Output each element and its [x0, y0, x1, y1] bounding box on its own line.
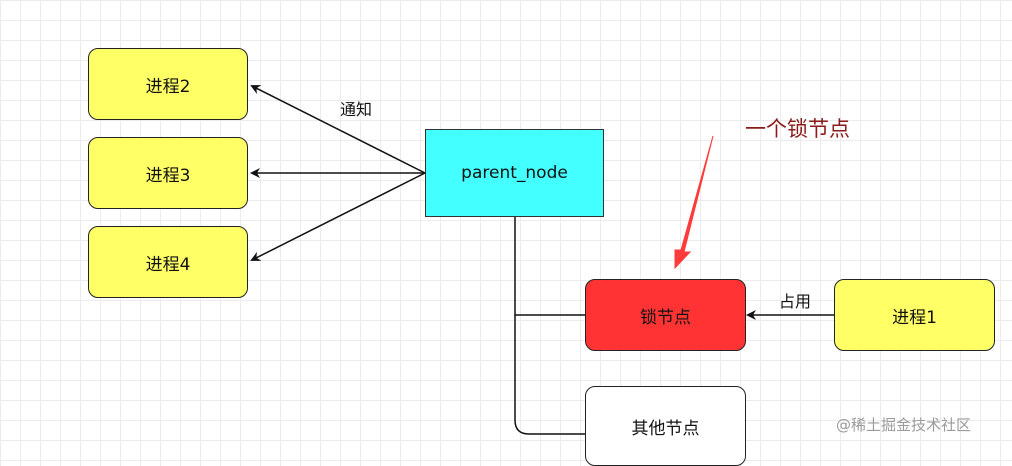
edge-parent-to-lock-node: [514, 216, 585, 316]
edge-label-occupy: 占用: [779, 292, 812, 311]
process1-node: 进程1: [834, 279, 995, 351]
edge-label-notify: 通知: [340, 100, 373, 119]
edge-parent-to-process2: [250, 85, 426, 174]
callout-arrow: [674, 135, 714, 270]
process4-node: 进程4: [88, 226, 248, 298]
other-node-label: 其他节点: [631, 418, 700, 439]
lock-node: 锁节点: [585, 279, 746, 351]
edge-parent-to-process4: [250, 172, 426, 261]
process3-label: 进程3: [145, 165, 191, 186]
parent-node: parent_node: [425, 129, 604, 217]
other-node: 其他节点: [585, 386, 746, 466]
parent-node-label: parent_node: [461, 163, 568, 183]
lock-node-label: 锁节点: [640, 307, 691, 328]
process4-label: 进程4: [145, 254, 191, 275]
callout-text: 一个锁节点: [745, 117, 850, 141]
process3-node: 进程3: [88, 137, 248, 209]
process1-label: 进程1: [892, 307, 937, 328]
edge-parent-to-other-node: [514, 315, 585, 435]
diagram-edges: [250, 85, 834, 435]
process2-node: 进程2: [88, 48, 248, 120]
process2-label: 进程2: [145, 76, 191, 97]
watermark: @稀土掘金技术社区: [836, 416, 972, 434]
